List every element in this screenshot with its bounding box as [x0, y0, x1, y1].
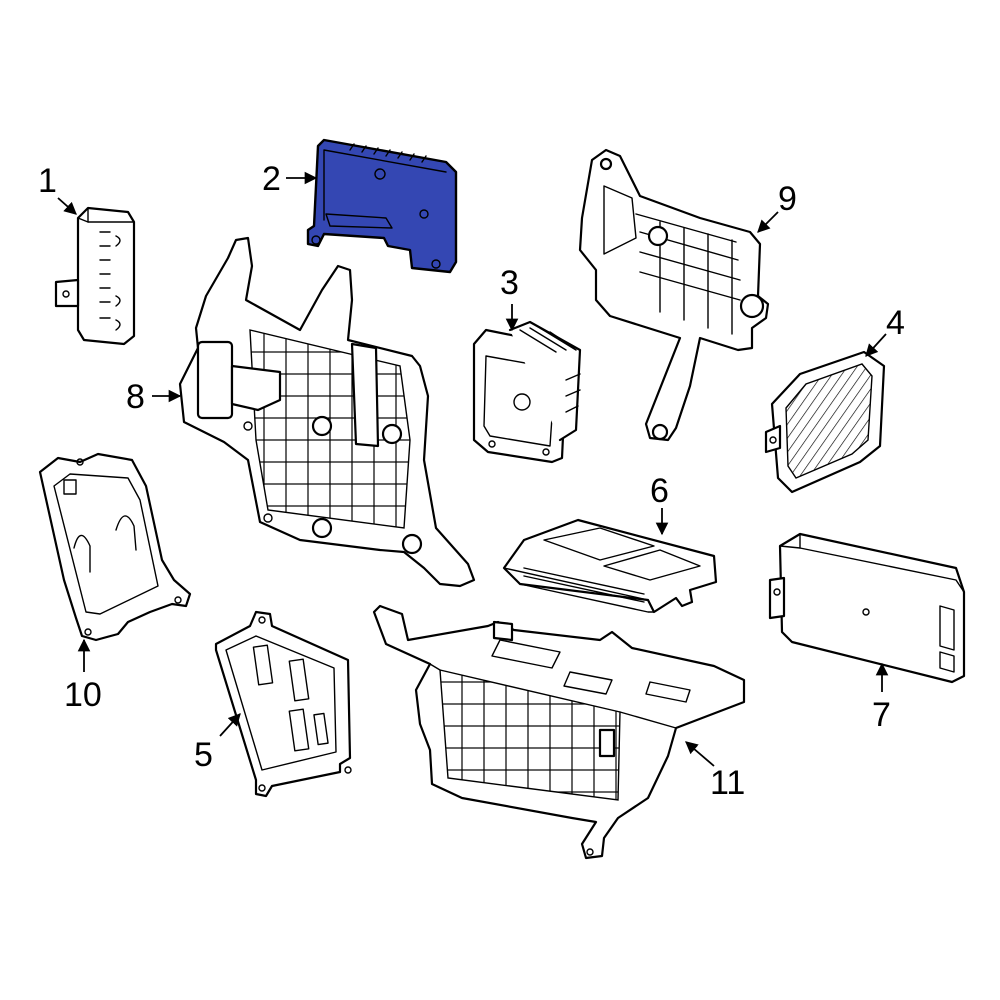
- callout-2: 2: [262, 160, 281, 198]
- part-6-flat-module: [502, 518, 718, 614]
- part-5-bracket-module: [214, 610, 352, 798]
- callout-9: 9: [778, 180, 797, 218]
- part-4-finned-module: [764, 350, 886, 494]
- leader-9: [757, 211, 779, 233]
- callout-4: 4: [886, 304, 905, 342]
- part-11-tray: [372, 604, 746, 860]
- callout-11: 11: [710, 764, 745, 802]
- leader-lines: [57, 171, 889, 767]
- callout-5: 5: [194, 736, 213, 774]
- part-10-plate: [38, 452, 192, 642]
- leader-5: [219, 713, 241, 737]
- callout-3: 3: [500, 264, 519, 302]
- part-1-module: [54, 206, 136, 346]
- part-9-upper-bracket: [578, 148, 770, 442]
- part-7-large-module: [768, 532, 966, 684]
- leader-1: [57, 197, 77, 215]
- leader-11: [685, 741, 715, 767]
- callout-7: 7: [872, 696, 891, 734]
- callout-10: 10: [64, 676, 102, 714]
- part-8-mounting-bracket: [178, 236, 476, 588]
- part-2-module-highlighted: [306, 138, 458, 274]
- part-3-heatsink-module: [472, 320, 582, 464]
- callout-labels: 1 2 3 4 5 6 7 8 9 10 11: [38, 160, 905, 802]
- callout-1: 1: [38, 162, 57, 200]
- callout-6: 6: [650, 472, 669, 510]
- leader-4: [865, 333, 887, 357]
- callout-8: 8: [126, 378, 145, 416]
